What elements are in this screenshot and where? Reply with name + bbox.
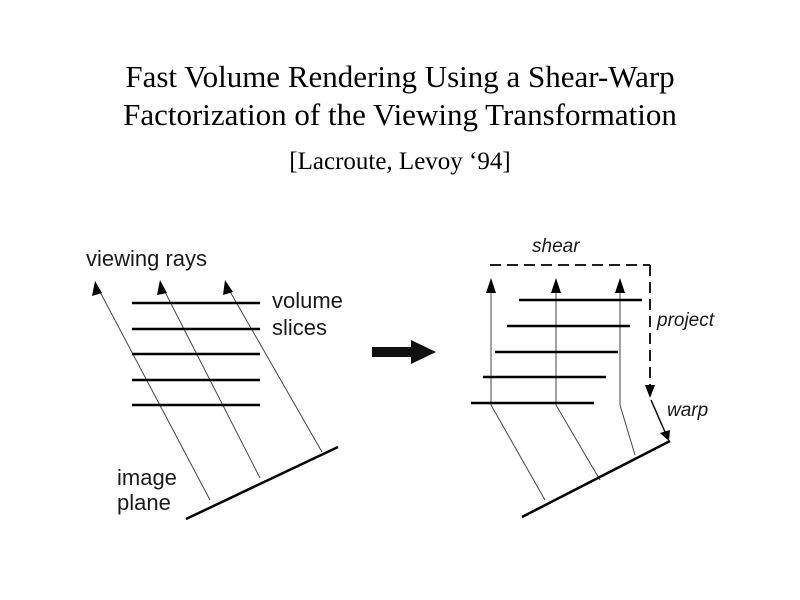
ray-tail-2 bbox=[555, 404, 601, 481]
warp-arrowhead bbox=[660, 430, 670, 441]
warped-image-plane-line bbox=[521, 439, 671, 519]
citation: [Lacroute, Levoy ‘94] bbox=[289, 148, 511, 175]
sheared-arrowhead-3 bbox=[615, 278, 625, 293]
label-shear: shear bbox=[532, 236, 580, 257]
ray-arrowhead-1 bbox=[92, 281, 102, 296]
ray-arrowhead-3 bbox=[223, 280, 233, 295]
viewing-ray-arrowheads bbox=[92, 280, 233, 296]
left-diagram: viewing rays volume slices image plane bbox=[86, 246, 343, 521]
image-plane-line bbox=[185, 445, 339, 521]
viewing-ray-3 bbox=[227, 287, 323, 453]
volume-slices bbox=[132, 301, 260, 407]
title-line-2: Factorization of the Viewing Transformat… bbox=[123, 97, 677, 132]
title-line-1: Fast Volume Rendering Using a Shear-Warp bbox=[125, 59, 675, 94]
ray-arrowhead-2 bbox=[157, 280, 167, 295]
viewing-ray-2 bbox=[162, 287, 261, 479]
transform-arrow-icon bbox=[372, 340, 436, 364]
project-arrowhead bbox=[645, 385, 655, 398]
label-image: image bbox=[117, 465, 177, 490]
label-volume: volume bbox=[272, 288, 343, 313]
sheared-arrowhead-1 bbox=[486, 278, 496, 293]
label-project: project bbox=[656, 310, 715, 331]
label-viewing-rays: viewing rays bbox=[86, 246, 207, 271]
sheared-arrowhead-2 bbox=[551, 278, 561, 293]
warp-line bbox=[650, 399, 666, 433]
sheared-ray-arrowheads bbox=[486, 278, 625, 293]
ray-tail-3 bbox=[619, 404, 636, 456]
viewing-ray-1 bbox=[97, 287, 211, 501]
sheared-rays bbox=[490, 290, 636, 501]
label-slices: slices bbox=[272, 315, 327, 340]
right-diagram: shear project warp bbox=[471, 236, 715, 519]
label-plane: plane bbox=[117, 490, 171, 515]
ray-tail-1 bbox=[490, 404, 546, 501]
slide-title: Fast Volume Rendering Using a Shear-Warp… bbox=[0, 58, 800, 134]
viewing-rays bbox=[97, 287, 323, 501]
sheared-slices bbox=[471, 298, 642, 405]
label-warp: warp bbox=[667, 400, 708, 421]
